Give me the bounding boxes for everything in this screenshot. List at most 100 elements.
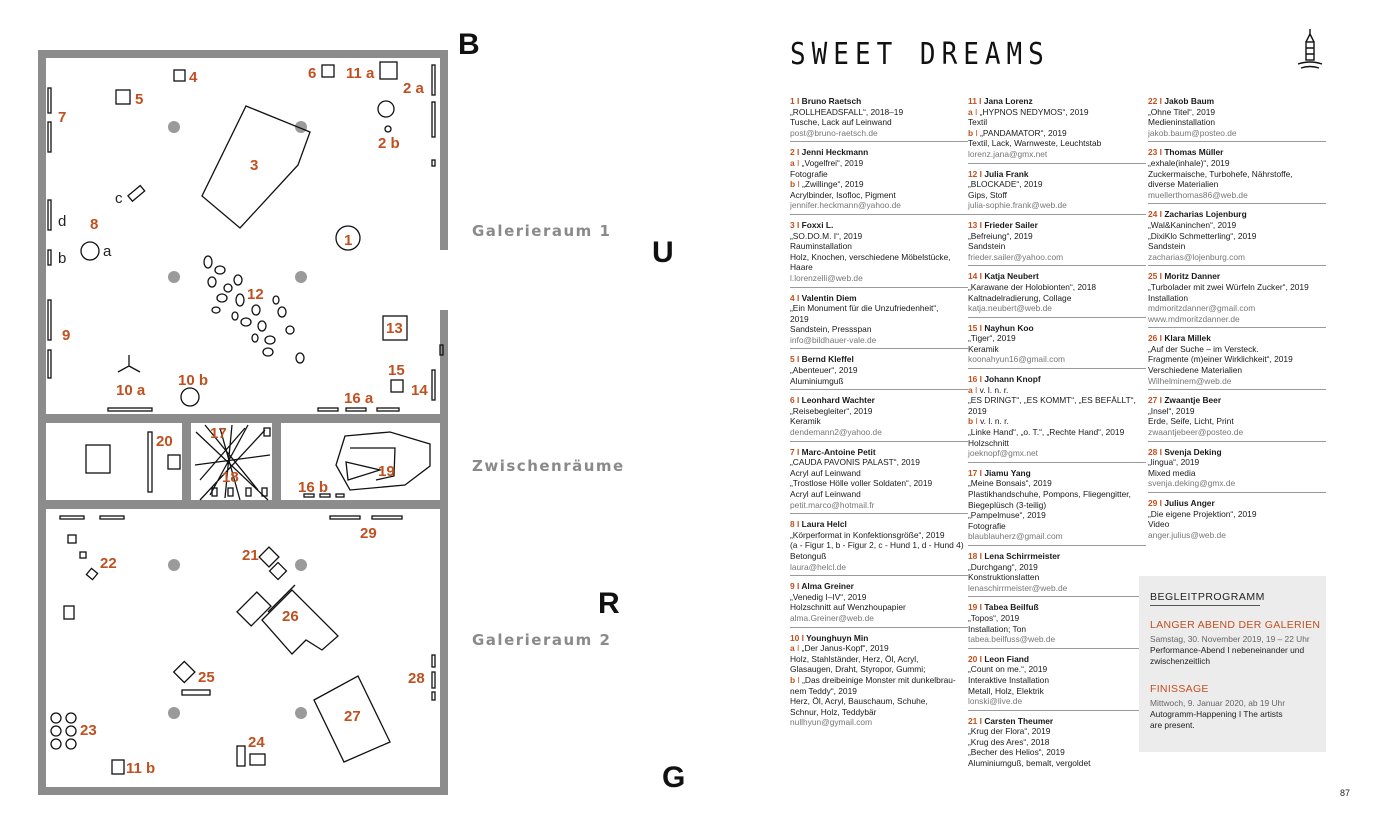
map-number: 4	[189, 69, 198, 86]
separator: I	[977, 602, 985, 613]
line-text: „Becher des Helios“, 2019	[968, 747, 1065, 758]
line-text: „Durchgang“, 2019	[968, 561, 1038, 572]
artist-entry: 1 I Bruno Raetsch„ROLLHEADSFALL“, 2018–1…	[790, 96, 968, 143]
artwork-line: Sandstein	[1148, 241, 1326, 252]
artist-name: Zwaantje Beer	[1164, 395, 1222, 406]
artist-contact[interactable]: dendemann2@yahoo.de	[790, 427, 968, 438]
artwork-line: „Wal&Kaninchen“, 2019	[1148, 220, 1326, 231]
artist-entry: 25 I Moritz Danner„Turbolader mit zwei W…	[1148, 271, 1326, 329]
artist-contact[interactable]: frieder.sailer@yahoo.com	[968, 252, 1146, 263]
map-number: 23	[80, 722, 97, 739]
artwork-line: Mixed media	[1148, 468, 1326, 479]
artwork-line: Plastikhandschuhe, Pompons, Fliegengitte…	[968, 489, 1146, 500]
artist-contact[interactable]: info@bildhauer-vale.de	[790, 335, 968, 346]
line-text: 2019	[790, 313, 809, 324]
artist-contact[interactable]: joeknopf@gmx.net	[968, 448, 1146, 459]
artist-number: 22	[1148, 96, 1158, 106]
artist-number: 2	[790, 147, 795, 158]
line-text: nem Teddy“, 2019	[790, 685, 857, 696]
line-text: Textil	[968, 117, 988, 128]
artwork-line: Keramik	[968, 344, 1146, 355]
artist-contact[interactable]: anger.julius@web.de	[1148, 530, 1326, 541]
artist-contact[interactable]: blaublauherz@gmail.com	[968, 531, 1146, 542]
artwork-line: „Becher des Helios“, 2019	[968, 747, 1146, 758]
line-text: Wilhelminem@web.de	[1148, 375, 1232, 386]
line-text: „Count on me.“, 2019	[968, 664, 1048, 675]
line-text: Schnur, Holz, Teddybär	[790, 706, 877, 717]
artist-name: Carsten Theumer	[984, 715, 1054, 726]
line-text: zwaantjebeer@posteo.de	[1148, 427, 1244, 438]
artist-heading: 12 I Julia Frank	[968, 169, 1146, 180]
artist-contact[interactable]: tabea.beilfuss@web.de	[968, 634, 1146, 645]
artist-contact[interactable]: lonski@live.de	[968, 696, 1146, 707]
artwork-line: b I „Das dreibeinige Monster mit dunkelb…	[790, 674, 956, 685]
map-number: 18	[222, 469, 239, 486]
artist-contact[interactable]: post@bruno-raetsch.de	[790, 128, 968, 139]
artist-name: Alma Greiner	[801, 581, 854, 592]
line-text: katja.neubert@web.de	[968, 303, 1052, 314]
map-number: 27	[344, 708, 361, 725]
artwork-line: Gips, Stoff	[968, 190, 1146, 201]
artist-contact[interactable]: jennifer.heckmann@yahoo.de	[790, 200, 968, 211]
cluster-12	[203, 255, 305, 364]
separator: I	[1157, 271, 1165, 282]
artist-contact[interactable]: lenaschirrmeister@web.de	[968, 583, 1146, 594]
artist-contact[interactable]: zacharias@lojenburg.com	[1148, 252, 1326, 263]
artist-contact[interactable]: alma.Greiner@web.de	[790, 613, 968, 624]
line-text: Fragmente (m)einer Wirklichkeit“, 2019	[1148, 354, 1293, 365]
line-text: Installation	[1148, 292, 1189, 303]
artist-contact[interactable]: julia-sophie.frank@web.de	[968, 200, 1146, 211]
artist-contact[interactable]: zwaantjebeer@posteo.de	[1148, 427, 1326, 438]
artist-heading: 13 I Frieder Sailer	[968, 220, 1146, 231]
artwork-line: Fotografie	[790, 169, 968, 180]
artist-contact[interactable]: katja.neubert@web.de	[968, 303, 1146, 314]
artwork-line: „Insel“, 2019	[1148, 406, 1326, 417]
line-text: petit.marco@hotmail.fr	[790, 499, 875, 510]
artist-contact[interactable]: l.lorenzelli@web.de	[790, 273, 968, 284]
line-text: Medieninstallation	[1148, 117, 1216, 128]
line-text: Sandstein	[968, 241, 1006, 252]
artist-contact[interactable]: jakob.baum@posteo.de	[1148, 128, 1326, 139]
line-text: „Reisebegleiter“, 2019	[790, 405, 873, 416]
artist-heading: 11 I Jana Lorenz	[968, 96, 1146, 107]
line-text: „Der Janus-Kopf“, 2019	[801, 643, 889, 654]
artwork-line: 2019	[968, 406, 1146, 417]
line-text: Plastikhandschuhe, Pompons, Fliegengitte…	[968, 489, 1131, 499]
artwork-line: Konstruktionslatten	[968, 572, 1146, 583]
line-text: „Topos“, 2019	[968, 612, 1020, 623]
artist-number: 23	[1148, 147, 1158, 158]
map-number: 16 a	[344, 390, 374, 407]
artwork-line: „SO.DO.M. I“, 2019	[790, 231, 968, 242]
map-number: 10 b	[178, 372, 208, 389]
sub-letter: a	[968, 384, 973, 395]
map-letter: c	[115, 190, 123, 207]
artist-contact[interactable]: mdmoritzdanner@gmail.com	[1148, 303, 1326, 314]
artist-heading: 15 I Nayhun Koo	[968, 323, 1146, 334]
map-number: 24	[248, 734, 265, 751]
artist-heading: 17 I Jiamu Yang	[968, 468, 1146, 479]
room-label-galerieraum-2: Galerieraum 2	[472, 631, 612, 649]
artist-contact[interactable]: koonahyun16@gmail.com	[968, 354, 1146, 365]
event-title: LANGER ABEND DER GALERIEN	[1150, 619, 1321, 631]
artist-contact[interactable]: Wilhelminem@web.de	[1148, 376, 1326, 387]
artist-entry: 24 I Zacharias Lojenburg„Wal&Kaninchen“,…	[1148, 209, 1326, 267]
artist-number: 24	[1148, 209, 1158, 220]
artist-contact[interactable]: muellerthomas86@web.de	[1148, 190, 1326, 201]
line-text: „Krug des Ares“, 2018	[968, 736, 1050, 747]
artist-contact[interactable]: svenja.deking@gmx.de	[1148, 478, 1326, 489]
artist-number: 4	[790, 292, 795, 303]
artist-contact[interactable]: lorenz.jana@gmx.net	[968, 149, 1146, 160]
artist-contact[interactable]: laura@helcl.de	[790, 562, 968, 573]
line-text: „ROLLHEADSFALL“, 2018–19	[790, 106, 904, 117]
artist-contact[interactable]: nullhyun@gymail.com	[790, 717, 968, 728]
line-text: Biegeplüsch (3-teilig)	[968, 499, 1047, 510]
artist-heading: 4 I Valentin Diem	[790, 293, 968, 304]
separator: I	[1157, 446, 1165, 457]
artist-contact[interactable]: petit.marco@hotmail.fr	[790, 500, 968, 511]
artist-contact[interactable]: www.mdmoritzdanner.de	[1148, 314, 1326, 325]
